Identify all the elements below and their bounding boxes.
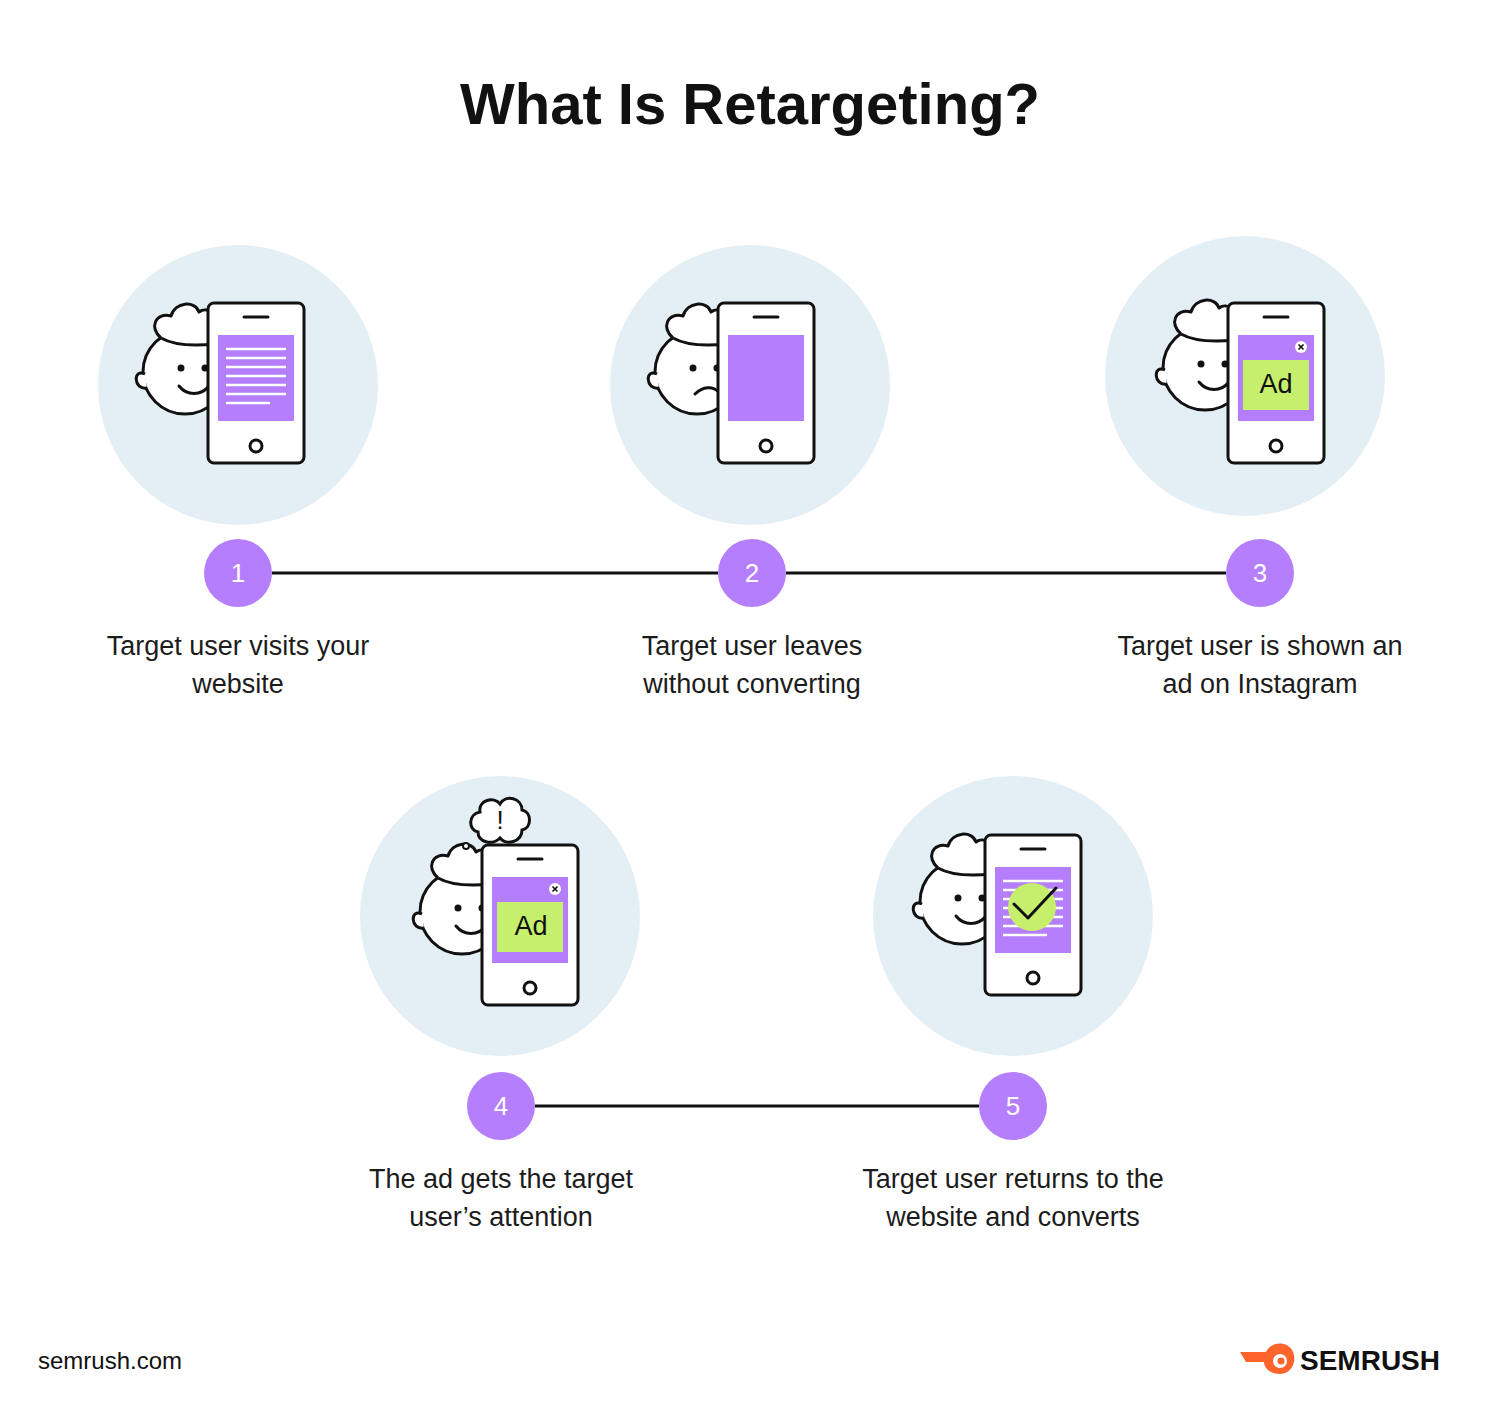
ad-label: Ad [1259,369,1292,400]
step-number-circle: 1Target user visits your website [204,539,272,607]
step-number-circle: 2Target user leaves without converting [718,539,786,607]
brand-name: SEMRUSH [1300,1345,1440,1377]
site-url: semrush.com [38,1347,182,1375]
step-caption: Target user returns to the website and c… [823,1160,1203,1236]
timeline-connector [535,1106,979,1107]
step-number: 2 [745,558,759,589]
step-number: 1 [231,558,245,589]
timeline-connector [272,573,718,574]
step-caption: Target user leaves without converting [612,627,892,703]
diagram-title: What Is Retargeting? [0,70,1500,137]
step-caption: Target user is shown an ad on Instagram [1110,627,1410,703]
step-number: 3 [1253,558,1267,589]
step-number-circle: 3Target user is shown an ad on Instagram [1226,539,1294,607]
step-caption: Target user visits your website [88,627,388,703]
step-number: 4 [494,1091,508,1122]
step-number-circle: 4The ad gets the target user’s attention [467,1072,535,1140]
timeline-connector [786,573,1226,574]
step-caption: The ad gets the target user’s attention [341,1160,661,1236]
step-number-circle: 5Target user returns to the website and … [979,1072,1047,1140]
alert-mark: ! [496,805,503,836]
ad-label: Ad [514,911,547,942]
step-number: 5 [1006,1091,1020,1122]
